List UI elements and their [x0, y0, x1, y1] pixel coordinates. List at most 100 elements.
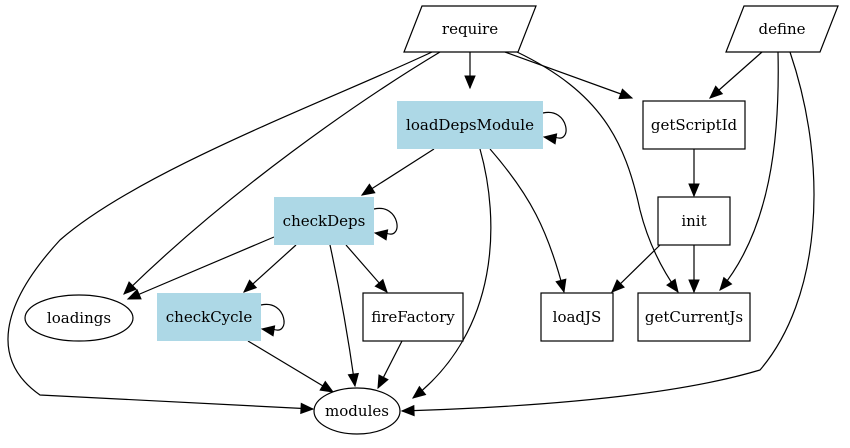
edge-init-to-getCurrentJs [688, 245, 700, 294]
node-loadDepsModule: loadDepsModule [397, 101, 543, 149]
edge-loadDepsModule-to-checkDeps-line [361, 148, 435, 196]
edge-checkCycle-to-modules [247, 340, 335, 393]
node-fireFactory: fireFactory [362, 292, 464, 342]
edge-checkDeps-to-checkCycle-arrowhead [243, 279, 258, 293]
edge-loadDepsModule-to-loadJS [489, 148, 567, 294]
edge-checkDeps-to-checkCycle [243, 244, 297, 293]
edge-checkCycle-to-checkCycle [260, 303, 285, 337]
edge-require-to-getCurrentJs-arrowhead [666, 278, 679, 294]
edge-checkDeps-to-loadings [126, 236, 275, 300]
edge-require-to-getCurrentJs-line [516, 51, 679, 293]
edge-loadDepsModule-to-loadJS-arrowhead [555, 278, 567, 294]
node-checkCycle-label: checkCycle [166, 308, 253, 326]
node-define: define [725, 5, 839, 53]
edge-require-to-getScriptId [504, 51, 634, 100]
edge-loadDepsModule-to-loadDepsModule [542, 111, 567, 145]
edge-define-to-getCurrentJs [719, 51, 779, 291]
node-loadJS: loadJS [540, 292, 614, 342]
node-getCurrentJs-shape [637, 292, 751, 342]
edge-require-to-modules-line [7, 51, 433, 410]
edge-loadDepsModule-to-loadDepsModule-line [542, 111, 567, 139]
node-modules: modules [313, 387, 401, 435]
node-fireFactory-shape [362, 292, 464, 342]
edge-loadDepsModule-to-checkDeps [360, 148, 435, 196]
edge-checkCycle-to-modules-line [247, 340, 334, 393]
edge-fireFactory-to-modules-arrowhead [377, 374, 389, 390]
node-loadDepsModule-shape [397, 101, 543, 149]
edge-init-to-loadJS-arrowhead [611, 279, 625, 293]
node-require: require [403, 5, 537, 53]
edges-layer [7, 51, 815, 417]
edge-checkDeps-to-loadings-arrowhead [126, 288, 142, 300]
edge-checkDeps-to-modules-arrowhead [347, 372, 359, 388]
edge-require-to-loadings [123, 51, 441, 295]
edge-define-to-getCurrentJs-arrowhead [719, 276, 733, 291]
edge-define-to-modules-line [401, 51, 815, 412]
node-getScriptId-shape [642, 100, 746, 150]
node-checkDeps: checkDeps [274, 197, 374, 245]
node-getCurrentJs: getCurrentJs [637, 292, 751, 342]
edge-require-to-loadings-line [123, 51, 441, 295]
edge-define-to-getScriptId [709, 51, 763, 99]
node-checkCycle: checkCycle [157, 293, 261, 341]
edge-require-to-getScriptId-line [504, 51, 633, 99]
node-define-shape [725, 5, 839, 53]
edge-checkDeps-to-modules [329, 244, 359, 388]
edge-checkCycle-to-checkCycle-arrowhead [260, 325, 276, 337]
edge-require-to-getScriptId-arrowhead [618, 88, 634, 100]
edge-define-to-getScriptId-arrowhead [709, 85, 724, 99]
edge-require-to-getCurrentJs [516, 51, 679, 294]
edge-checkDeps-to-loadings-line [127, 236, 275, 300]
edge-loadDepsModule-to-checkDeps-arrowhead [360, 183, 376, 196]
edge-checkDeps-to-checkDeps-line [373, 207, 398, 235]
edge-checkDeps-to-modules-line [329, 244, 356, 387]
edge-checkDeps-to-fireFactory-arrowhead [374, 278, 388, 293]
node-getCurrentJs-label: getCurrentJs [645, 308, 743, 326]
edge-checkDeps-to-checkDeps [373, 207, 398, 241]
node-init: init [657, 196, 731, 246]
edge-loadDepsModule-to-modules-arrowhead [411, 385, 427, 399]
node-loadings-label: loadings [47, 309, 111, 327]
edge-getScriptId-to-init-arrowhead [688, 183, 700, 198]
edge-getScriptId-to-init [688, 149, 700, 198]
edge-loadDepsModule-to-loadDepsModule-arrowhead [542, 133, 558, 145]
edge-loadDepsModule-to-modules-line [412, 148, 492, 399]
edge-checkDeps-to-checkDeps-arrowhead [373, 229, 389, 241]
node-loadJS-shape [540, 292, 614, 342]
edge-checkDeps-to-fireFactory [345, 244, 388, 293]
edge-require-to-loadings-arrowhead [123, 281, 137, 295]
node-require-shape [403, 5, 537, 53]
edge-init-to-getCurrentJs-arrowhead [688, 279, 700, 294]
edge-fireFactory-to-modules [377, 340, 403, 390]
node-getScriptId-label: getScriptId [651, 116, 738, 134]
node-checkDeps-label: checkDeps [283, 212, 366, 230]
edge-define-to-getCurrentJs-line [719, 51, 779, 291]
edge-loadDepsModule-to-modules [411, 148, 492, 399]
edge-require-to-modules [7, 51, 433, 415]
edge-checkCycle-to-modules-arrowhead [319, 380, 335, 393]
edge-define-to-modules-arrowhead [400, 404, 415, 417]
edge-require-to-modules-arrowhead [300, 402, 315, 415]
edge-loadDepsModule-to-loadJS-line [489, 148, 565, 293]
edge-init-to-loadJS [611, 244, 661, 293]
edge-require-to-loadDepsModule [464, 52, 476, 90]
node-fireFactory-label: fireFactory [371, 308, 455, 326]
node-init-shape [657, 196, 731, 246]
nodes-layer: require define loadDepsModule getScriptId ch… [24, 5, 839, 435]
node-loadings: loadings [24, 294, 134, 342]
node-getScriptId: getScriptId [642, 100, 746, 150]
node-define-label: define [758, 20, 805, 38]
node-modules-label: modules [325, 402, 389, 420]
node-require-label: require [442, 20, 498, 38]
node-modules-shape [313, 387, 401, 435]
node-checkCycle-shape [157, 293, 261, 341]
edge-require-to-loadDepsModule-arrowhead [464, 75, 476, 90]
node-init-label: init [681, 212, 706, 230]
edge-define-to-modules [400, 51, 815, 417]
node-loadJS-label: loadJS [553, 308, 602, 326]
edge-checkCycle-to-checkCycle-line [260, 303, 285, 331]
node-loadings-shape [24, 294, 134, 342]
node-loadDepsModule-label: loadDepsModule [406, 116, 534, 134]
